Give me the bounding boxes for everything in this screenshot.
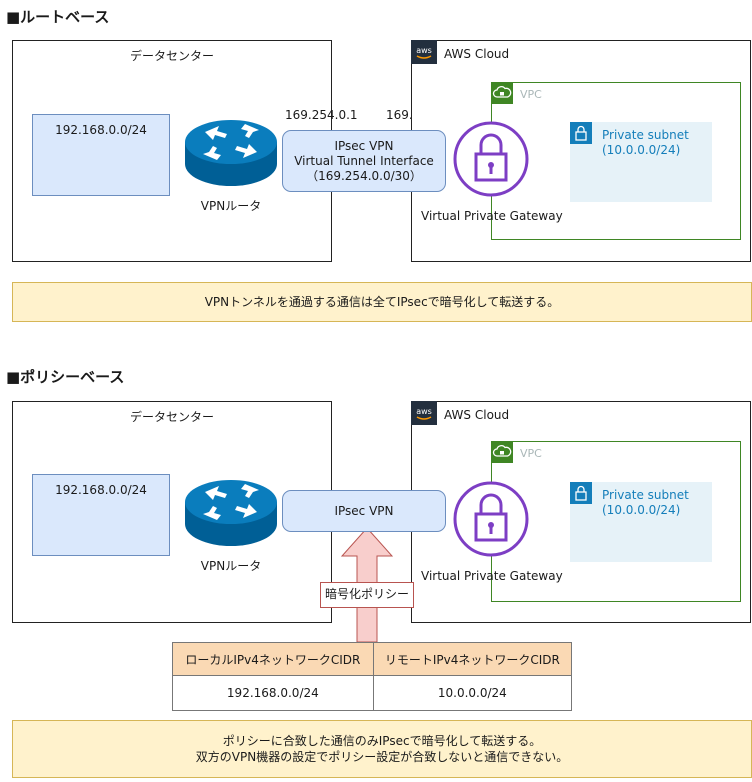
policy-private-subnet[interactable]: Private subnet (10.0.0.0/24) bbox=[570, 482, 712, 562]
route-local-network-cidr: 192.168.0.0/24 bbox=[55, 123, 147, 137]
route-subnet-name: Private subnet bbox=[602, 128, 689, 142]
route-subnet-cidr: (10.0.0.0/24) bbox=[602, 143, 681, 157]
policy-vpc-cloud-icon bbox=[491, 441, 513, 463]
policy-cidr-table: ローカルIPv4ネットワークCIDR リモートIPv4ネットワークCIDR 19… bbox=[172, 642, 573, 711]
table-header-remote-cidr: リモートIPv4ネットワークCIDR bbox=[372, 642, 573, 676]
policy-encryption-tag-text: 暗号化ポリシー bbox=[324, 587, 409, 601]
policy-based-title: ■ポリシーベース bbox=[6, 368, 125, 386]
policy-note: ポリシーに合致した通信のみIPsecで暗号化して転送する。 双方のVPN機器の設… bbox=[12, 720, 752, 778]
policy-tunnel-title: IPsec VPN bbox=[334, 503, 394, 518]
table-cell-remote-cidr: 10.0.0.0/24 bbox=[372, 675, 573, 711]
route-note: VPNトンネルを通過する通信は全てIPsecで暗号化して転送する。 bbox=[12, 282, 752, 322]
policy-encryption-tag[interactable]: 暗号化ポリシー bbox=[320, 582, 414, 608]
table-row: 192.168.0.0/24 10.0.0.0/24 bbox=[172, 675, 573, 711]
route-datacenter-label: データセンター bbox=[129, 49, 214, 63]
policy-vgw-lock-icon bbox=[453, 481, 529, 557]
route-vpc-label: VPC bbox=[520, 88, 542, 101]
route-tunnel-cidr: （169.254.0.0/30） bbox=[306, 168, 422, 183]
policy-vpc-label: VPC bbox=[520, 447, 542, 460]
route-note-text: VPNトンネルを通過する通信は全てIPsecで暗号化して転送する。 bbox=[204, 295, 560, 309]
policy-aws-cloud-label: AWS Cloud bbox=[444, 408, 510, 422]
route-tunnel-vti: Virtual Tunnel Interface bbox=[294, 153, 434, 168]
policy-subnet-cidr: (10.0.0.0/24) bbox=[602, 503, 681, 517]
route-subnet-lock-icon bbox=[570, 122, 592, 144]
route-private-subnet[interactable]: Private subnet (10.0.0.0/24) bbox=[570, 122, 712, 202]
policy-datacenter-label: データセンター bbox=[129, 410, 214, 424]
policy-note-line-2: 双方のVPN機器の設定でポリシー設定が合致しないと通信できない。 bbox=[195, 750, 569, 764]
table-header-row: ローカルIPv4ネットワークCIDR リモートIPv4ネットワークCIDR bbox=[172, 642, 573, 676]
table-cell-local-cidr: 192.168.0.0/24 bbox=[172, 675, 374, 711]
route-vpc-box[interactable]: VPC bbox=[491, 82, 741, 240]
svg-text:aws: aws bbox=[416, 46, 432, 55]
policy-aws-logo-icon: aws bbox=[411, 401, 437, 425]
policy-router-label: VPNルータ bbox=[200, 559, 262, 573]
policy-subnet-lock-icon bbox=[570, 482, 592, 504]
policy-subnet-name: Private subnet bbox=[602, 488, 689, 502]
route-vgw-lock-icon bbox=[453, 121, 529, 197]
policy-note-line-1: ポリシーに合致した通信のみIPsecで暗号化して転送する。 bbox=[222, 734, 542, 748]
route-ipsec-tunnel[interactable]: IPsec VPN Virtual Tunnel Interface （169.… bbox=[282, 130, 446, 192]
route-local-tunnel-ip: 169.254.0.1 bbox=[285, 108, 358, 122]
policy-ipsec-tunnel[interactable]: IPsec VPN bbox=[282, 490, 446, 532]
policy-vgw-label: Virtual Private Gateway bbox=[421, 569, 563, 583]
route-vgw-label: Virtual Private Gateway bbox=[421, 209, 563, 223]
policy-router-icon bbox=[185, 480, 277, 546]
route-based-title: ■ルートベース bbox=[6, 8, 110, 26]
policy-local-network[interactable]: 192.168.0.0/24 bbox=[32, 474, 170, 556]
policy-local-network-cidr: 192.168.0.0/24 bbox=[55, 483, 147, 497]
policy-vpc-box[interactable]: VPC bbox=[491, 441, 741, 602]
route-tunnel-title: IPsec VPN bbox=[334, 138, 394, 153]
table-header-local-cidr: ローカルIPv4ネットワークCIDR bbox=[172, 642, 374, 676]
route-local-network[interactable]: 192.168.0.0/24 bbox=[32, 114, 170, 196]
svg-text:aws: aws bbox=[416, 407, 432, 416]
route-router-label: VPNルータ bbox=[200, 199, 262, 213]
route-aws-cloud-label: AWS Cloud bbox=[444, 47, 510, 61]
route-vpc-cloud-icon bbox=[491, 82, 513, 104]
route-aws-logo-icon: aws bbox=[411, 40, 437, 64]
route-router-icon bbox=[185, 120, 277, 186]
